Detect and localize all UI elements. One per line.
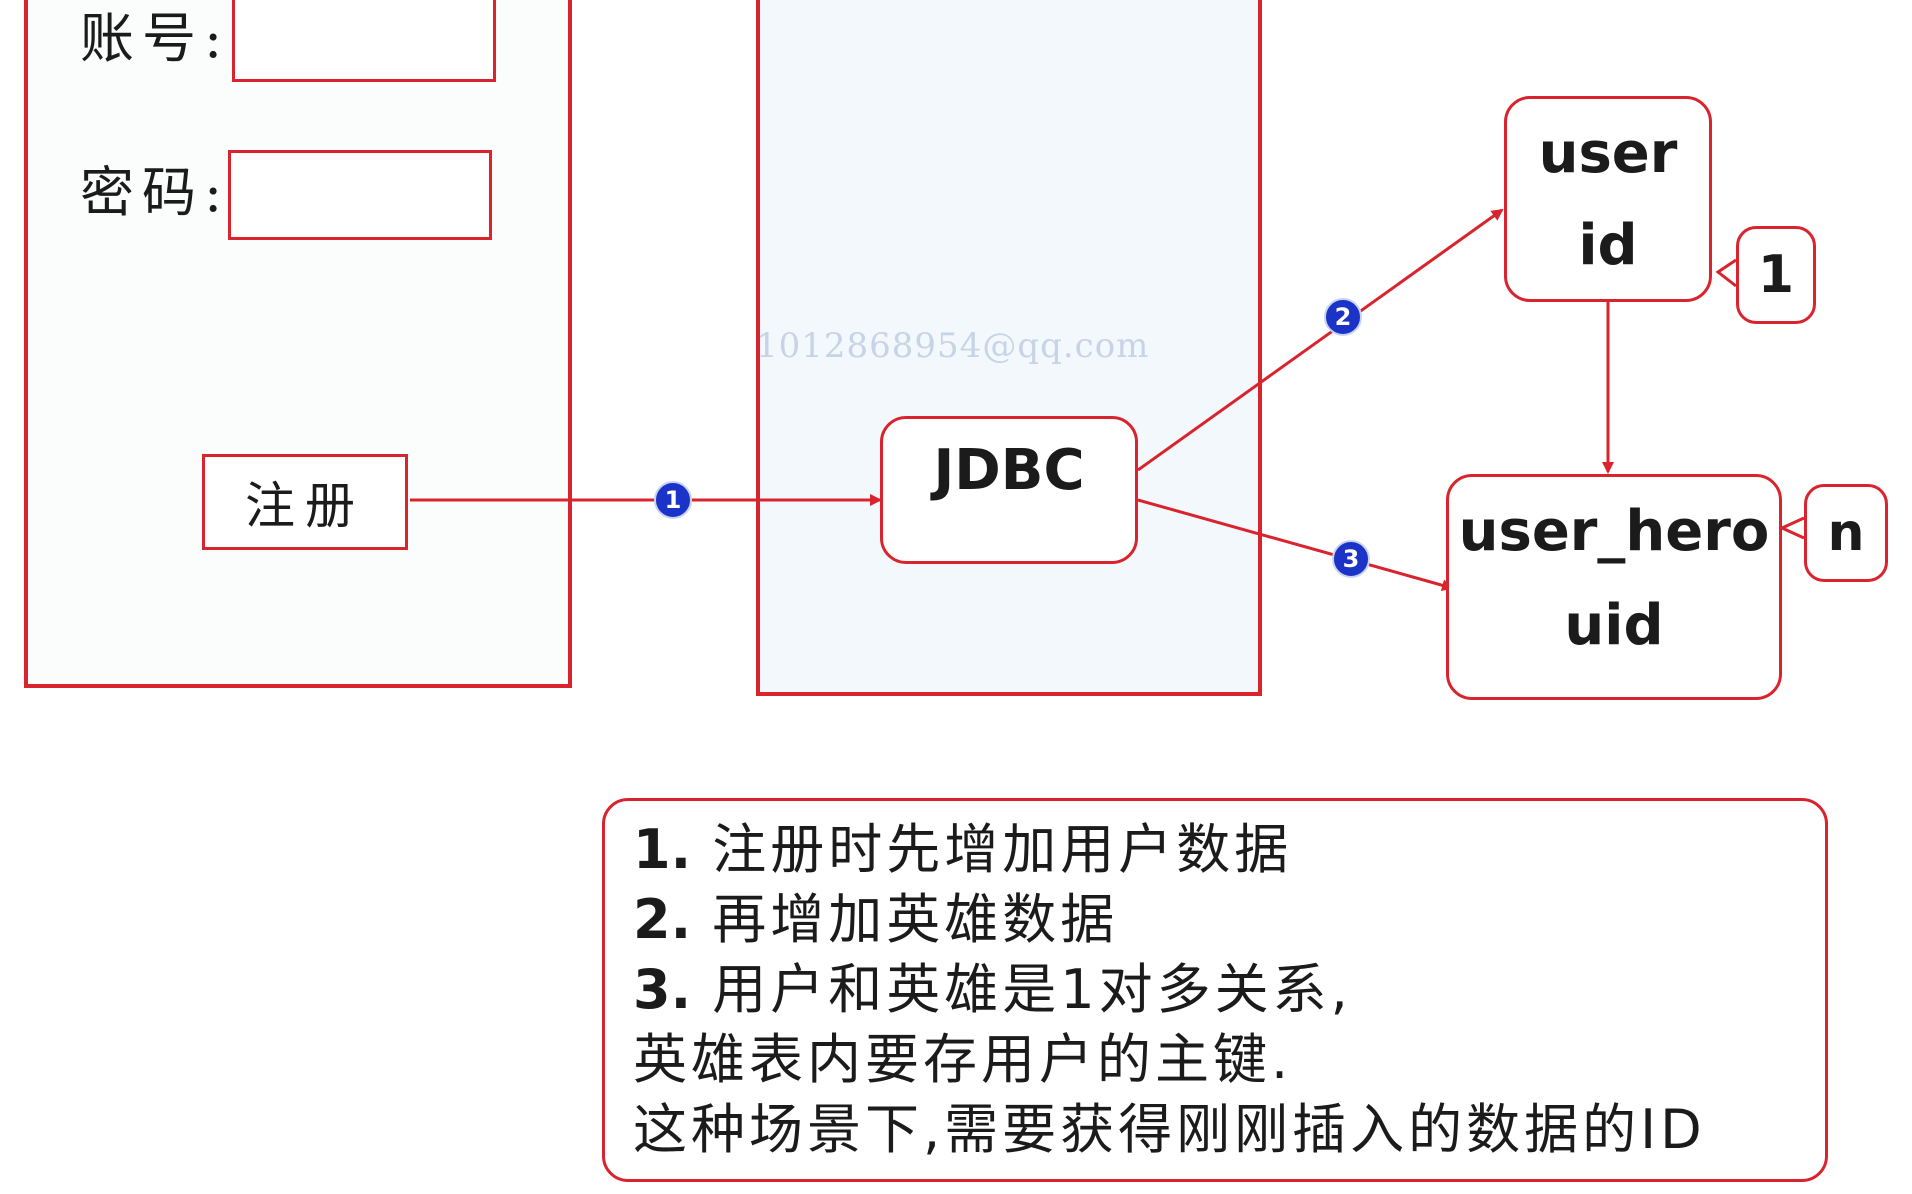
note-line: 1. 注册时先增加用户数据 [633,815,1825,885]
note-line: 3. 用户和英雄是1对多关系, [633,955,1825,1025]
user-table-field: id [1578,213,1638,278]
user-table-name: user [1538,121,1678,186]
jdbc-label: JDBC [933,438,1085,503]
note-number: 2. [633,888,692,951]
hero-table-name: user_hero [1458,499,1770,564]
arrow-jdbc-to-user [1137,208,1504,472]
user-table-node: user id [1504,96,1712,302]
notes-box: 1. 注册时先增加用户数据 2. 再增加英雄数据 3. 用户和英雄是1对多关系,… [602,798,1828,1182]
note-text: 英雄表内要存用户的主键. [633,1028,1293,1091]
step-badge-1: 1 [654,481,692,519]
callout-one-pointer [1715,258,1737,288]
step-badge-2: 2 [1324,298,1362,336]
cardinality-many-callout: n [1804,484,1888,582]
note-text: 用户和英雄是1对多关系, [691,958,1352,1021]
password-label: 密码: [80,161,231,224]
note-line: 这种场景下,需要获得刚刚插入的数据的ID [633,1095,1825,1165]
password-input[interactable] [228,150,492,240]
callout-n-pointer [1778,516,1805,540]
arrow-jdbc-to-hero [1137,498,1454,592]
note-text: 注册时先增加用户数据 [691,818,1293,881]
account-label: 账号: [80,7,231,70]
cardinality-one-callout: 1 [1736,226,1816,324]
register-button[interactable]: 注册 [202,454,408,550]
note-line: 2. 再增加英雄数据 [633,885,1825,955]
note-text: 这种场景下,需要获得刚刚插入的数据的ID [633,1098,1706,1161]
register-form-panel [24,0,572,688]
note-line: 英雄表内要存用户的主键. [633,1025,1825,1095]
hero-table-node: user_hero uid [1446,474,1782,700]
jdbc-node: JDBC [880,416,1138,564]
note-number: 3. [633,958,692,1021]
account-input[interactable] [232,0,496,82]
watermark: 1012868954@qq.com [756,326,1150,366]
note-text: 再增加英雄数据 [691,888,1119,951]
note-number: 1. [633,818,692,881]
step-badge-3: 3 [1332,540,1370,578]
hero-table-field: uid [1564,593,1664,658]
server-panel [756,0,1262,696]
